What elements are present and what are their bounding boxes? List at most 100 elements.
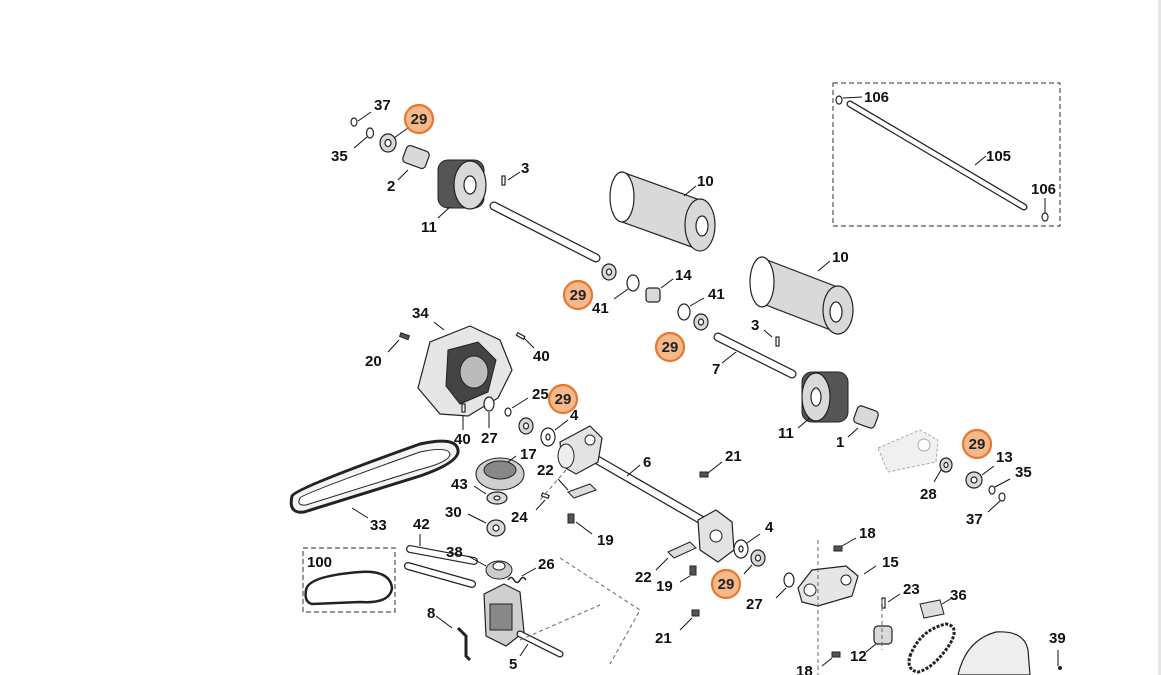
callout-105: 105 (986, 148, 1011, 165)
callout-5: 5 (509, 656, 517, 673)
part-33-drive-belt (289, 439, 460, 519)
right-edge-strip (1158, 0, 1161, 675)
callout-10: 10 (832, 249, 849, 266)
callout-26: 26 (538, 556, 555, 573)
part-10-roller-a (609, 171, 716, 252)
part-40-pin-a (515, 331, 535, 349)
callout-30: 30 (445, 504, 462, 521)
part-100-belt (304, 570, 394, 606)
part-chain (907, 622, 956, 674)
callout-7: 7 (712, 361, 720, 378)
part-10-roller-b (749, 256, 854, 335)
part-105-axle (846, 100, 1028, 211)
part-13-bracket-faded (877, 429, 939, 473)
axle-kit-box (832, 82, 1061, 227)
part-38-roller (467, 555, 513, 580)
callout-27: 27 (746, 596, 763, 613)
callout-43: 43 (451, 476, 468, 493)
highlight-29-shaft-right[interactable]: 29 (654, 331, 686, 363)
part-5-gearbox (483, 583, 564, 658)
callout-35: 35 (331, 148, 348, 165)
part-23-pin (881, 593, 901, 609)
belt-kit-box (302, 547, 396, 613)
callout-22: 22 (537, 462, 554, 479)
svg-text:29: 29 (969, 436, 986, 453)
assembly-guide-lines (519, 469, 883, 675)
callout-2: 2 (387, 178, 395, 195)
part-35-washer-b (988, 478, 1011, 495)
highlight-29-sprocket[interactable]: 29 (961, 428, 993, 460)
part-12-sprocket (865, 625, 893, 653)
part-37-clip (350, 111, 372, 127)
part-34-gear-housing (417, 321, 513, 417)
part-26-spring (507, 567, 537, 584)
callout-19: 19 (597, 532, 614, 549)
callout-22: 22 (635, 569, 652, 586)
part-37-clip-b (987, 492, 1006, 513)
highlight-29-shaft-left[interactable]: 29 (562, 279, 594, 311)
part-39-cover (957, 631, 1062, 675)
callout-28: 28 (920, 486, 937, 503)
callout-100: 100 (307, 554, 332, 571)
part-29-bearing-b (601, 263, 617, 281)
svg-text:29: 29 (718, 576, 735, 593)
part-36-tensioner (919, 597, 953, 619)
callout-11: 11 (421, 219, 437, 236)
callout-37: 37 (374, 97, 391, 114)
part-1-pinion (847, 405, 879, 438)
svg-text:29: 29 (662, 339, 679, 356)
callout-labels: 37 35 2 11 3 10 41 14 41 10 3 7 11 1 106… (307, 89, 1066, 675)
part-27-circlip-b (775, 572, 795, 599)
part-13-sprocket (965, 465, 995, 489)
part-40-pin-b (461, 403, 466, 430)
part-4-washer-a (540, 419, 569, 447)
callout-36: 36 (950, 587, 967, 604)
callout-41: 41 (708, 286, 725, 303)
callout-12: 12 (850, 648, 867, 665)
svg-text:29: 29 (570, 287, 587, 304)
callout-27: 27 (481, 430, 498, 447)
callout-24: 24 (511, 509, 528, 526)
highlight-29-top[interactable]: 29 (403, 103, 435, 135)
part-29-bearing-f (743, 549, 766, 575)
part-22-bracket-b (655, 541, 697, 571)
callout-4: 4 (765, 519, 774, 536)
callout-34: 34 (412, 305, 429, 322)
part-19-screw-b (679, 565, 697, 583)
callout-15: 15 (882, 554, 899, 571)
part-22-bracket-a (557, 478, 597, 499)
highlight-29-lower[interactable]: 29 (710, 568, 742, 600)
part-42-rods (404, 534, 478, 588)
part-7-axle-b (713, 332, 797, 379)
part-11-wheel-b (797, 371, 849, 429)
callout-106: 106 (864, 89, 889, 106)
callout-6: 6 (643, 454, 651, 471)
part-6-drive-shaft (557, 425, 735, 563)
part-14-bushing (645, 278, 674, 303)
highlight-29-housing[interactable]: 29 (547, 383, 579, 415)
callout-41: 41 (592, 300, 609, 317)
callout-20: 20 (365, 353, 382, 370)
part-27-circlip-a (483, 396, 495, 428)
part-18-screw-b (821, 651, 841, 667)
part-25-washer (504, 397, 529, 417)
part-7-axle-a (489, 201, 601, 263)
part-29-bearing-c (693, 313, 709, 331)
part-18-screw-a (833, 537, 857, 552)
callout-8: 8 (427, 605, 435, 622)
callout-37: 37 (966, 511, 983, 528)
part-43-bearing (473, 485, 508, 505)
part-3-pin-b (763, 329, 780, 347)
callout-19: 19 (656, 578, 673, 595)
callout-25: 25 (532, 386, 549, 403)
part-41-washer-a (613, 274, 640, 300)
callout-33: 33 (370, 517, 387, 534)
callout-4: 4 (570, 407, 579, 424)
svg-text:29: 29 (555, 391, 572, 408)
callout-11: 11 (778, 425, 794, 442)
part-4-washer-b (733, 533, 761, 559)
callout-1: 1 (836, 434, 844, 451)
part-24-pin (535, 492, 550, 511)
callout-3: 3 (751, 317, 759, 334)
